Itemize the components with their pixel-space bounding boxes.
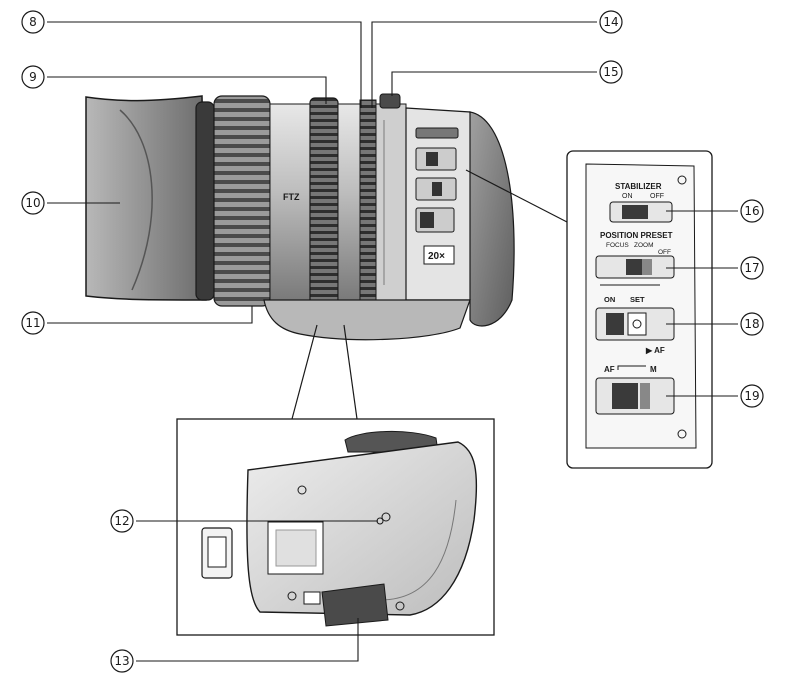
zoom-ring [309, 97, 339, 305]
callout-9-label: 9 [29, 70, 37, 84]
distance-scale [375, 103, 407, 301]
callout-12-label: 12 [114, 514, 129, 528]
lens-hood-petal [119, 109, 153, 291]
callout-15-label: 15 [603, 65, 618, 79]
callout-11: 11 [21, 311, 45, 335]
lens-front-ring [195, 101, 215, 301]
preset-on-label: ON [604, 295, 615, 304]
callout-14: 14 [599, 10, 623, 34]
zoom-badge [423, 245, 455, 265]
callout-18: 18 [740, 312, 764, 336]
callout-16-label: 16 [744, 204, 759, 218]
af-arrow-label: ▶ AF [645, 346, 665, 355]
position-preset-label: POSITION PRESET [600, 231, 673, 240]
m-label: M [650, 365, 657, 374]
lens-brand-text: FTZ [283, 192, 300, 202]
af-label: AF [604, 365, 615, 374]
bottom-detail-inset [176, 324, 495, 636]
callout-17: 17 [740, 256, 764, 280]
callout-16: 16 [740, 199, 764, 223]
callout-9: 9 [21, 65, 45, 89]
zoom-badge-text: 20× [428, 251, 445, 262]
callout-11-label: 11 [25, 316, 40, 330]
preset-off-label: OFF [658, 249, 671, 256]
lens-rear-grip [469, 111, 515, 327]
callout-8: 8 [21, 10, 45, 34]
leader-11 [47, 306, 253, 324]
leader-lines [47, 21, 738, 662]
callout-19-label: 19 [744, 389, 759, 403]
top-knob [379, 93, 401, 109]
switch-panel: STABILIZER ON OFF POSITION PRESET FOCUS … [465, 150, 713, 469]
stabilizer-label: STABILIZER [615, 182, 662, 191]
callout-numbers: 8 9 10 11 12 13 14 15 [21, 10, 764, 673]
callout-10: 10 [21, 191, 45, 215]
zoom-label: ZOOM [634, 242, 654, 249]
stabilizer-on-label: ON [622, 193, 633, 200]
callout-8-label: 8 [29, 15, 37, 29]
card-cover [321, 583, 389, 627]
callout-13-label: 13 [114, 654, 129, 668]
callout-17-label: 17 [744, 261, 759, 275]
callout-12: 12 [110, 509, 134, 533]
callout-18-label: 18 [744, 317, 759, 331]
lens-hood [85, 95, 207, 301]
leader-15 [391, 71, 597, 96]
lens-barrel-rear [337, 103, 361, 301]
callout-14-label: 14 [603, 15, 618, 29]
lens-assembly: FTZ 20× [85, 93, 515, 341]
leader-13 [136, 618, 359, 662]
lens-bottom-housing [263, 299, 471, 341]
callout-13: 13 [110, 649, 134, 673]
callout-12-target [376, 517, 384, 525]
callout-19: 19 [740, 384, 764, 408]
callout-15: 15 [599, 60, 623, 84]
callout-10-label: 10 [25, 196, 40, 210]
lens-barrel [269, 103, 311, 301]
preset-set-label: SET [630, 295, 645, 304]
focus-label: FOCUS [606, 242, 629, 249]
focus-ring [213, 95, 271, 307]
leader-14 [371, 21, 597, 108]
iris-ring [359, 99, 377, 305]
leader-8 [47, 21, 362, 108]
leader-9 [47, 76, 327, 104]
stabilizer-off-label: OFF [650, 193, 664, 200]
